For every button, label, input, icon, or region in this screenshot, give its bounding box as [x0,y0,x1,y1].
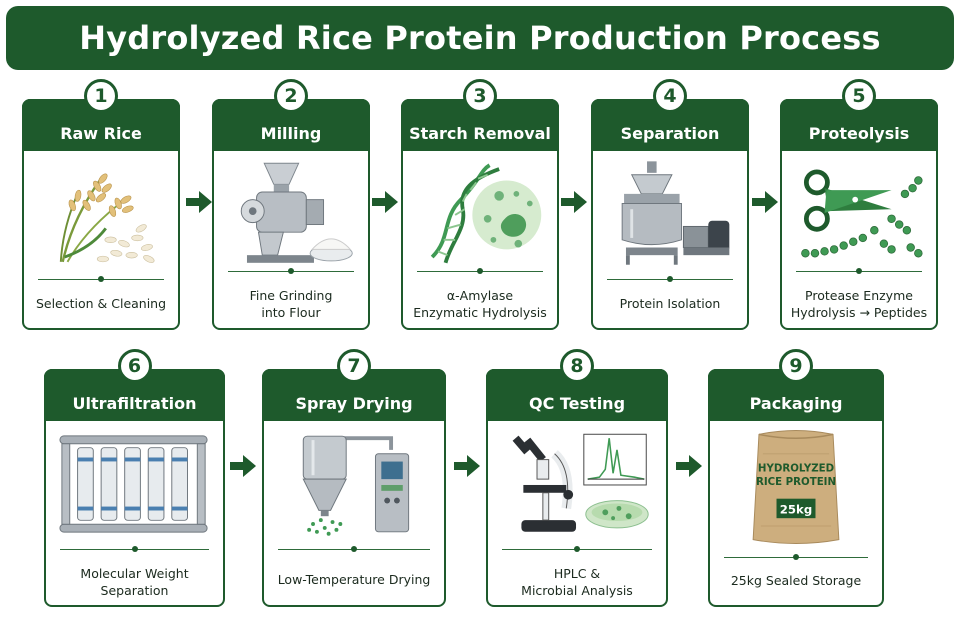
bag-weight-label: 25kg [780,502,812,516]
step-description: Molecular Weight Separation [80,566,189,598]
step-name: Proteolysis [808,124,910,143]
step-name: Milling [260,124,322,143]
step-number-badge: 5 [842,79,876,113]
arrow-right-icon [752,190,778,214]
step-description: Selection & Cleaning [35,296,167,311]
title-banner: Hydrolyzed Rice Protein Production Proce… [6,6,954,70]
step-number-badge: 3 [463,79,497,113]
bag-label-line1: HYDROLYZED [758,463,834,474]
page-title: Hydrolyzed Rice Protein Production Proce… [79,19,881,57]
step-name: Starch Removal [409,124,551,143]
step-number-badge: 6 [117,349,152,383]
divider [278,546,430,552]
step-card-3: Starch Removal 3 α-Amylase Enzymatic Hyd… [401,79,559,330]
step-name: Raw Rice [60,124,142,143]
divider [796,268,922,274]
arrow-right-icon [561,190,587,214]
divider [38,276,164,282]
spray-dryer-icon [274,429,434,539]
grinder-mill-icon [224,159,358,269]
step-number-badge: 2 [274,79,308,113]
divider [724,554,868,560]
divider [417,268,543,274]
step-card-7: Spray Drying 7 Low-Temperature Drying [262,349,446,607]
rice-plant-icon [34,159,168,269]
step-name: Spray Drying [295,394,413,413]
step-card-4: Separation 4 Protein Isolation [591,79,749,330]
step-card-2: Milling 2 Fine Grinding into Flour [212,79,370,330]
dna-enzyme-icon [413,159,547,269]
step-description: Protein Isolation [619,296,721,311]
step-card-5: Proteolysis 5 Protease Enzyme Hydrolysis… [780,79,938,330]
step-number-badge: 4 [653,79,687,113]
step-number-badge: 8 [560,349,594,383]
microscope-hplc-icon [498,429,656,539]
centrifuge-separator-icon [603,159,737,269]
membrane-filter-icon [56,429,213,539]
arrow-right-icon [186,190,212,214]
step-number-badge: 7 [337,349,371,383]
divider [228,268,354,274]
step-description: Fine Grinding into Flour [249,288,333,320]
arrow-right-icon [454,454,480,478]
divider [60,546,209,552]
step-description: Protease Enzyme Hydrolysis → Peptides [790,288,928,320]
step-name: QC Testing [528,394,626,413]
step-number-badge: 9 [779,349,813,383]
scissors-peptide-icon [792,159,926,269]
sack-bag-icon: HYDROLYZED RICE PROTEIN 25kg [720,423,872,551]
step-card-6: Ultrafiltration 6 Molecula [44,349,225,607]
step-card-1: Raw Rice 1 [22,79,180,330]
arrow-right-icon [372,190,398,214]
step-name: Packaging [749,394,843,413]
arrow-right-icon [676,454,702,478]
step-description: 25kg Sealed Storage [730,573,862,588]
step-header: QC Testing [486,369,668,421]
divider [502,546,652,552]
divider [607,276,733,282]
step-description: HPLC & Microbial Analysis [521,566,633,598]
bag-label-line2: RICE PROTEIN [756,477,836,488]
step-description: α-Amylase Enzymatic Hydrolysis [413,288,547,320]
step-card-8: QC Testing 8 HPLC & Microbial Analysis [486,349,668,607]
step-description: Low-Temperature Drying [277,572,431,587]
step-name: Ultrafiltration [72,394,197,413]
step-number-badge: 1 [84,79,118,113]
arrow-right-icon [230,454,256,478]
step-name: Separation [620,124,720,143]
step-card-9: Packaging 9 HYDROLYZED RICE PROTEIN 25kg… [708,349,884,607]
